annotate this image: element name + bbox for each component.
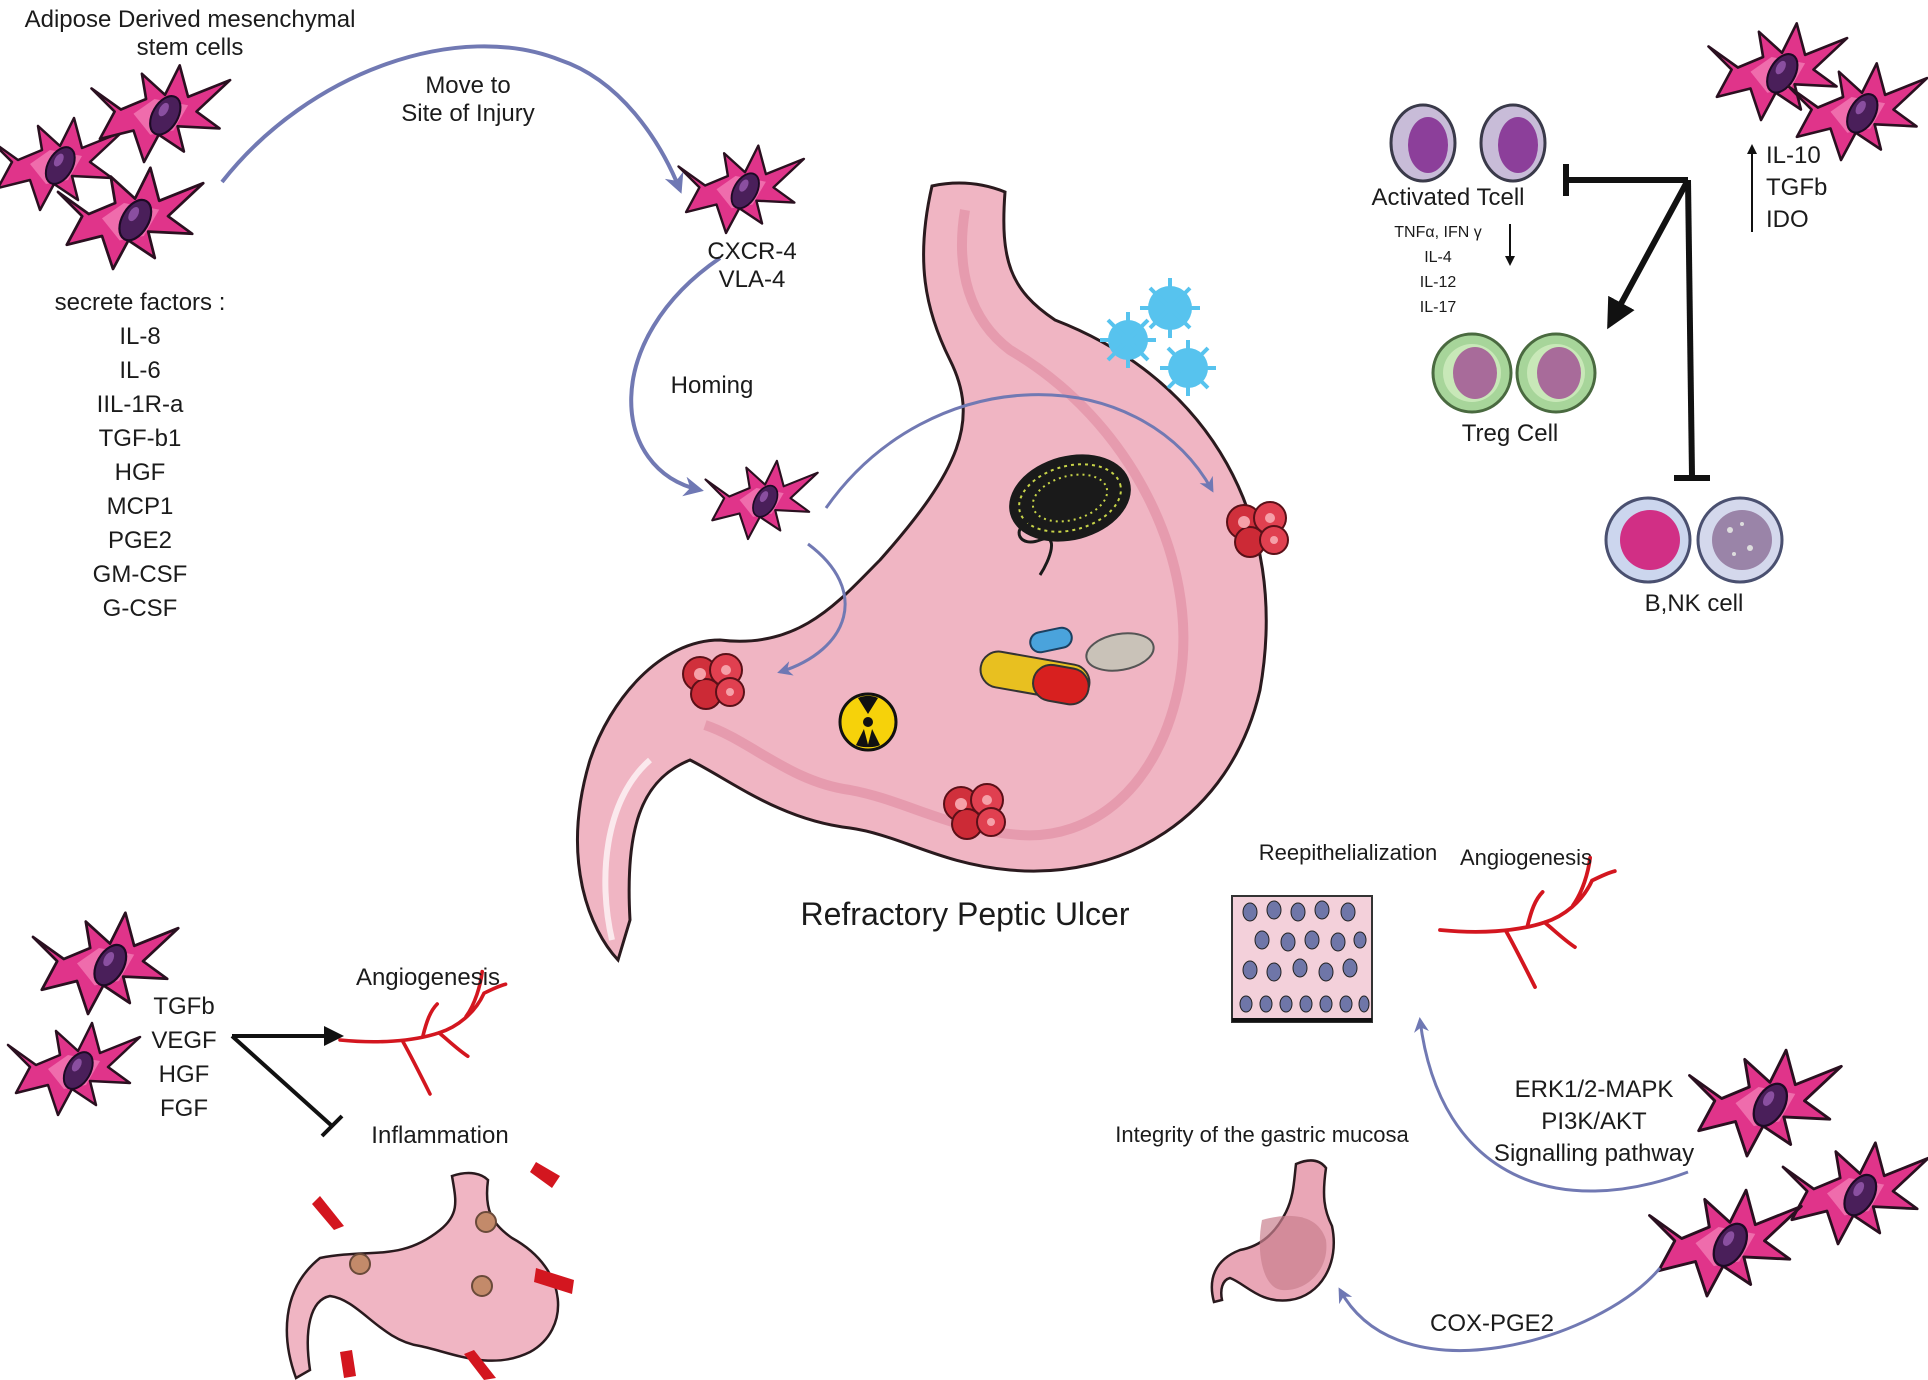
cytokine-item: IL-12 [1419, 274, 1457, 291]
homing-label: Homing [670, 372, 754, 399]
cytokine-item: IL-4 [1424, 249, 1452, 266]
receptor-labels: CXCR-4 VLA-4 [707, 238, 796, 293]
factor-item: HGF [114, 459, 166, 486]
move-label: Move to Site of Injury [401, 72, 534, 127]
factor-item: G-CSF [102, 595, 178, 622]
bnk-label: B,NK cell [1644, 590, 1744, 617]
bacterium-icon [1009, 454, 1131, 576]
ulcer-icon [943, 783, 1006, 840]
tcell-inhibition [1563, 164, 1688, 196]
source-label-line1: Adipose Derived mesenchymal [24, 6, 356, 33]
factor-arrows [230, 1026, 344, 1138]
cox-pge2-arrow [1338, 1267, 1662, 1352]
pathway-item: Signalling pathway [1493, 1140, 1695, 1167]
msc-immune-factors: IL-10 TGFb IDO [1766, 140, 1827, 236]
msc-cell-icon [1781, 1141, 1928, 1246]
ulcer-icon [1226, 501, 1289, 558]
secrete-factors-list: secrete factors : IL-8 IL-6 IIL-1R-a TGF… [55, 286, 226, 626]
integrity-label: Integrity of the gastric mucosa [1115, 1122, 1409, 1147]
source-label: Adipose Derived mesenchymal stem cells [25, 6, 356, 61]
factor-item: IL-8 [119, 323, 161, 350]
msc-cell-icon [1688, 1048, 1843, 1158]
ulcer-icon [682, 653, 745, 710]
receptor-vla4: VLA-4 [718, 265, 786, 293]
move-label-line2: Site of Injury [401, 99, 535, 127]
msc-to-ulcer-arrow [777, 542, 847, 676]
move-label-line1: Move to [425, 72, 511, 99]
receptor-cxcr4: CXCR-4 [707, 238, 797, 265]
repair-factors-list: TGFb VEGF HGF FGF [151, 990, 216, 1126]
immune-factor-item: IDO [1766, 206, 1809, 233]
repair-factor-item: TGFb [153, 993, 215, 1020]
healthy-stomach-icon [1210, 1159, 1335, 1304]
factor-item: GM-CSF [92, 561, 188, 588]
treg-label: Treg Cell [1461, 420, 1559, 447]
epithelium-icon [1231, 895, 1373, 1023]
factor-item: IIL-1R-a [96, 391, 184, 418]
bnk-cell-icon [1604, 496, 1784, 584]
repair-factor-item: FGF [160, 1095, 208, 1122]
radiation-icon [838, 692, 898, 752]
migration-arrow [220, 44, 684, 194]
activated-tcell-label: Activated Tcell [1371, 184, 1525, 211]
pathway-item: PI3K/AKT [1541, 1108, 1647, 1135]
virus-icon [1100, 278, 1216, 396]
treg-cell-icon [1431, 332, 1597, 414]
msc-cell-icon [704, 459, 819, 541]
treg-induction-arrow [1607, 178, 1691, 330]
factor-item: MCP1 [106, 493, 174, 520]
tcell-cytokines: TNFα, IFN γ IL-4 IL-12 IL-17 [1394, 220, 1481, 320]
inflammation-label: Inflammation [371, 1122, 509, 1149]
cytokine-item: IL-17 [1419, 299, 1457, 316]
pathway-item: ERK1/2-MAPK [1514, 1076, 1674, 1103]
msc-cell-icon [90, 64, 232, 164]
msc-cell-icon [6, 1021, 142, 1117]
homing-arrow [629, 256, 722, 497]
factor-item: PGE2 [107, 527, 173, 554]
msc-cluster-source [0, 64, 232, 271]
source-label-line2: stem cells [136, 33, 244, 61]
factor-item: IL-6 [119, 357, 161, 384]
msc-to-ulcer-arrow [824, 393, 1214, 509]
activated-tcell-icon [1389, 103, 1547, 183]
immune-factor-item: IL-10 [1766, 142, 1821, 169]
center-title: Refractory Peptic Ulcer [800, 896, 1130, 932]
repair-factor-item: VEGF [151, 1027, 217, 1054]
msc-cell-icon [677, 144, 806, 235]
reepithelialization-label: Reepithelialization [1258, 840, 1438, 865]
stomach-illustration [576, 181, 1268, 963]
cox-pge2-label: COX-PGE2 [1429, 1310, 1555, 1337]
msc-cell-icon [56, 166, 205, 271]
inflammation-signal-icon [312, 1162, 574, 1380]
angiogenesis-label-left: Angiogenesis [355, 964, 501, 991]
cytokine-item: TNFα, IFN γ [1394, 224, 1482, 241]
pills-icon [979, 626, 1155, 706]
repair-factor-item: HGF [158, 1061, 210, 1088]
secrete-heading: secrete factors : [54, 289, 226, 316]
inflamed-stomach-icon [285, 1171, 560, 1380]
bnk-inhibition [1674, 179, 1710, 481]
immune-factor-item: TGFb [1766, 174, 1828, 201]
factor-item: TGF-b1 [98, 425, 182, 452]
pathway-arrow [1414, 1017, 1689, 1193]
msc-cell-icon [1648, 1188, 1803, 1298]
pathway-labels: ERK1/2-MAPK PI3K/AKT Signalling pathway [1494, 1074, 1694, 1170]
angiogenesis-label-right: Angiogenesis [1459, 845, 1593, 870]
blood-vessel-icon [1438, 855, 1617, 989]
